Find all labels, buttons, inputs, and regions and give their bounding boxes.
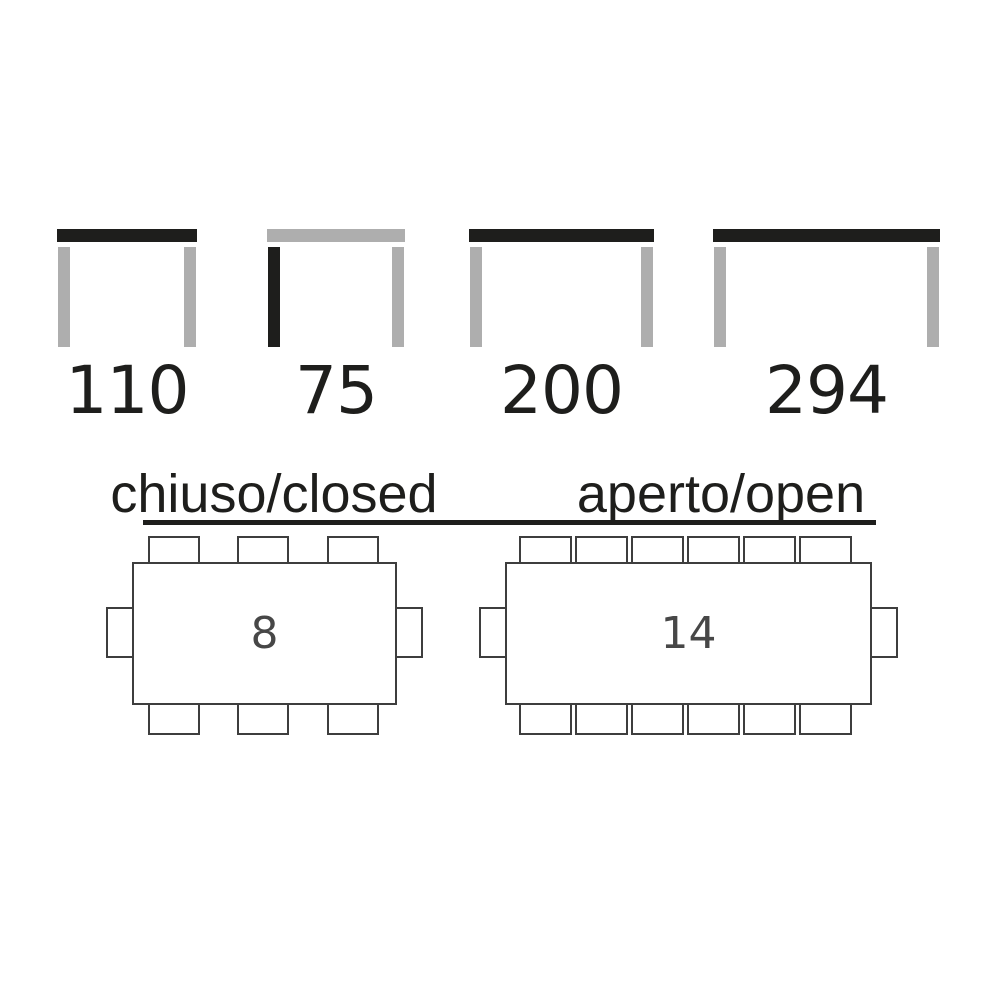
seat-count-open: 14 xyxy=(660,608,717,659)
chair xyxy=(687,701,740,735)
chair xyxy=(479,607,508,658)
chair xyxy=(327,701,379,735)
chair xyxy=(237,701,289,735)
dimension-value-length-open: 294 xyxy=(765,352,889,429)
dimension-value-length-closed: 200 xyxy=(500,352,624,429)
chair xyxy=(743,536,796,566)
chair xyxy=(687,536,740,566)
open-section-label: aperto/open xyxy=(576,464,866,524)
chair xyxy=(148,701,200,735)
side-view-table-length-closed: 200 xyxy=(469,229,654,489)
top-view-table-open: 14 xyxy=(479,536,898,735)
chair xyxy=(799,701,852,735)
chair xyxy=(237,536,289,566)
table-leg-right xyxy=(392,247,404,347)
closed-section-label: chiuso/closed xyxy=(110,464,438,524)
tabletop-bar xyxy=(713,229,940,242)
side-view-table-height: 75 xyxy=(267,229,405,489)
side-view-table-width-closed: 110 xyxy=(57,229,197,489)
table-leg-right xyxy=(927,247,939,347)
chair xyxy=(869,607,898,658)
chair xyxy=(631,701,684,735)
chair xyxy=(743,701,796,735)
side-view-table-length-open: 294 xyxy=(713,229,940,489)
seat-count-closed: 8 xyxy=(250,608,279,659)
top-view-table-closed: 8 xyxy=(106,536,423,735)
chair xyxy=(106,607,135,658)
table-leg-left xyxy=(470,247,482,347)
table-leg-left xyxy=(714,247,726,347)
table-leg-left xyxy=(58,247,70,347)
dimension-value-width: 110 xyxy=(65,352,190,429)
chair xyxy=(394,607,423,658)
table-leg-right xyxy=(184,247,196,347)
chair xyxy=(575,701,628,735)
chair xyxy=(631,536,684,566)
divider-line xyxy=(143,520,876,525)
table-leg-left xyxy=(268,247,280,347)
chair xyxy=(519,701,572,735)
tabletop-open xyxy=(505,562,872,705)
table-leg-right xyxy=(641,247,653,347)
tabletop-closed xyxy=(132,562,397,705)
tabletop-bar xyxy=(267,229,405,242)
tabletop-bar xyxy=(57,229,197,242)
tabletop-bar xyxy=(469,229,654,242)
dimension-value-height: 75 xyxy=(295,352,378,429)
